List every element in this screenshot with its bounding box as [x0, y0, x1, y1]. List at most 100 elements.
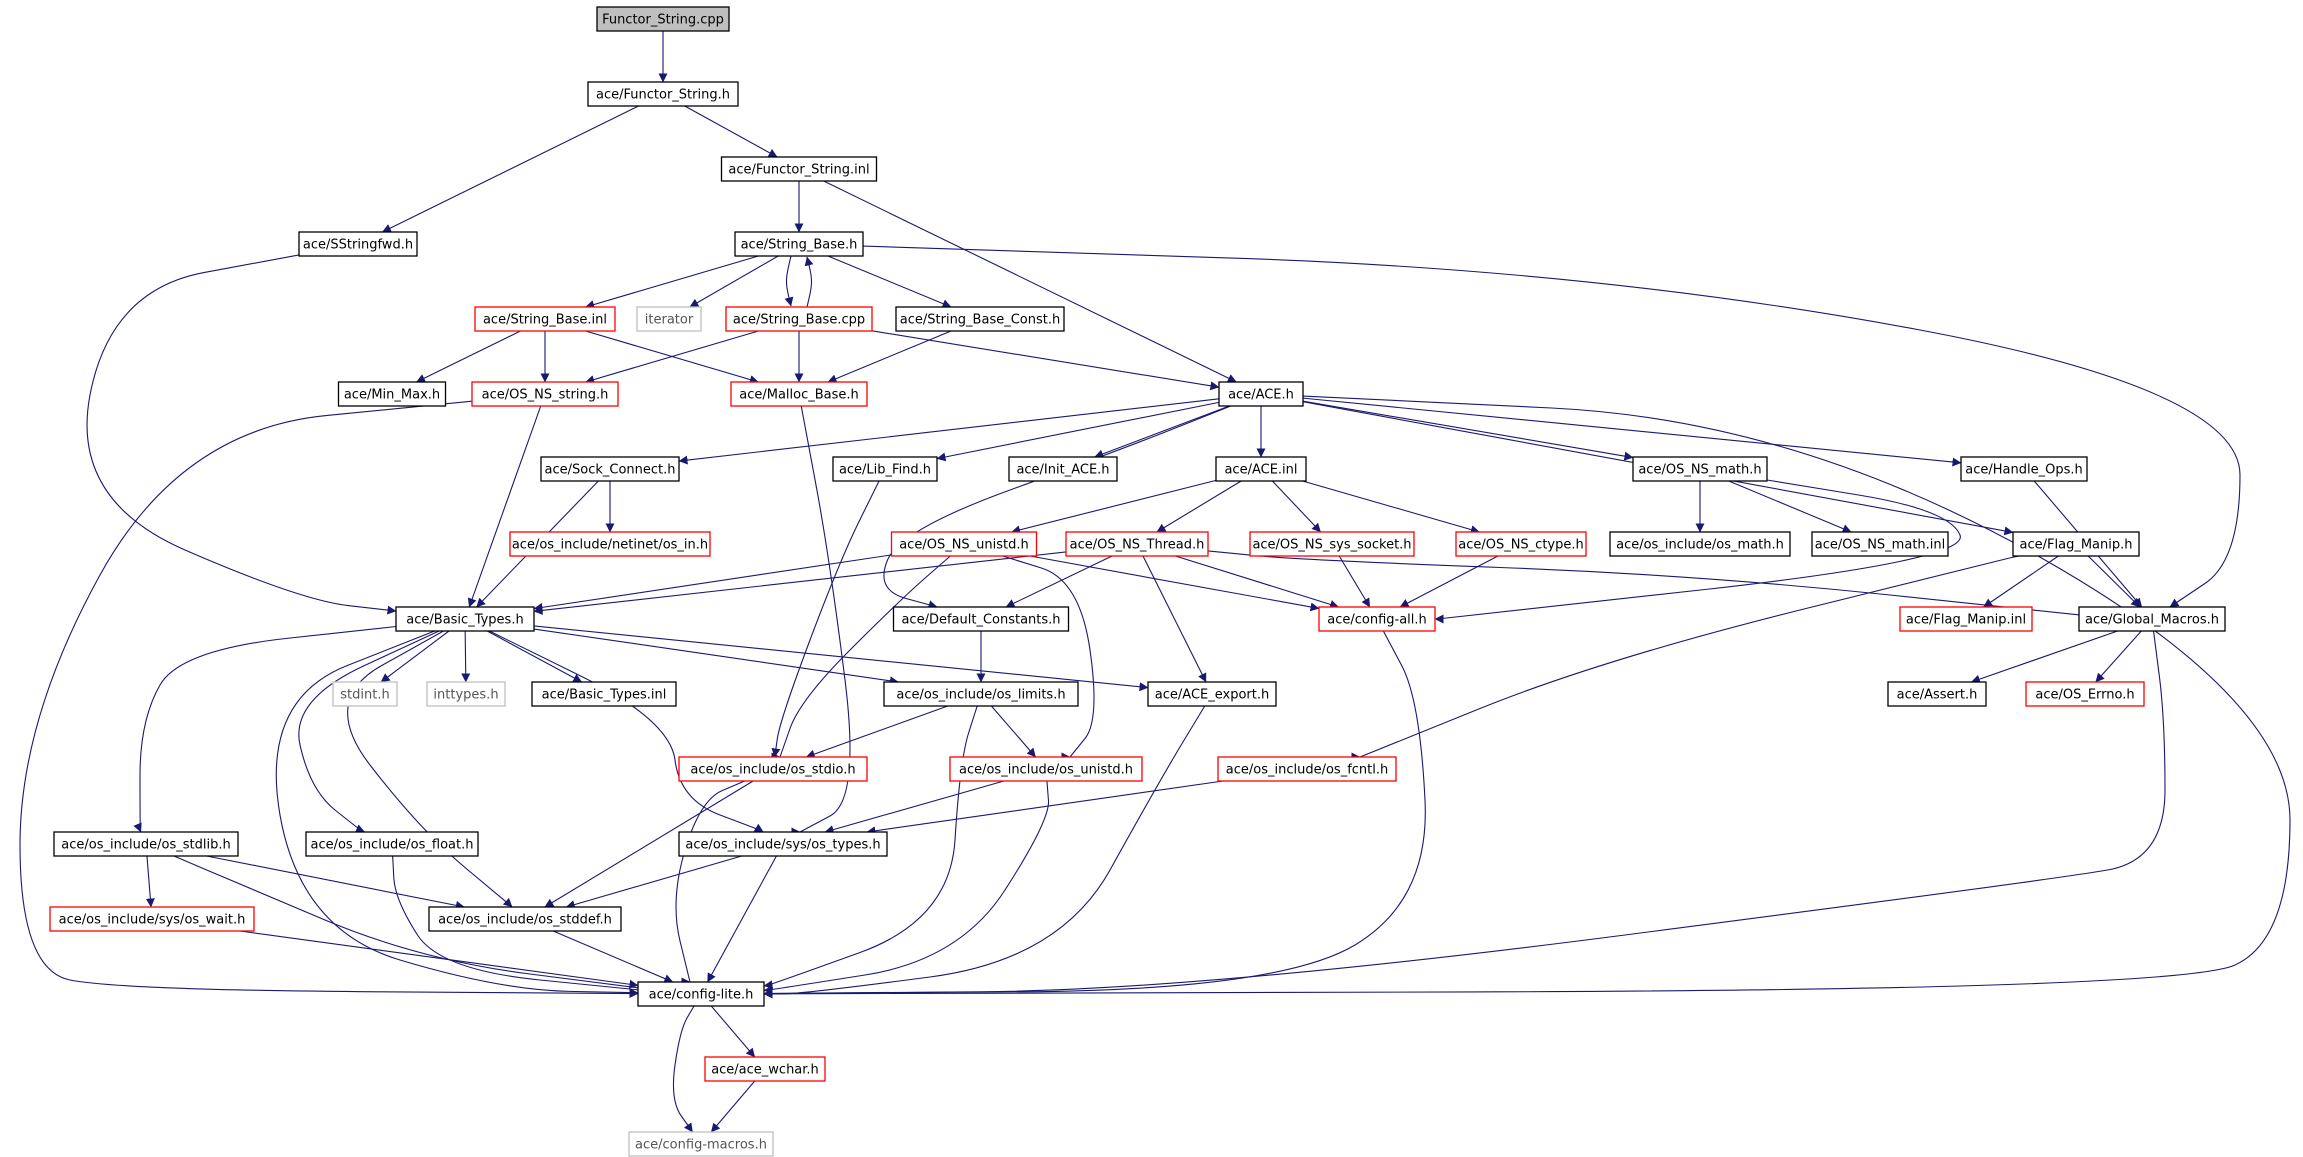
node-label: ace/String_Base_Const.h [900, 313, 1060, 328]
node-functor-string-cpp[interactable]: Functor_String.cpp [596, 6, 730, 32]
node-box [949, 756, 1143, 782]
edge-os_limits-to-os_stdio [805, 705, 948, 759]
node-label: ace/Flag_Manip.inl [1906, 613, 2026, 628]
node-ace-wchar[interactable]: ace/ace_wchar.h [704, 1056, 826, 1082]
edge-string_base_h-to-global_macros [862, 245, 2241, 608]
edge-ace_inl-to-os_ns_thread [1156, 480, 1242, 533]
edge-os_stdlib-to-config_lite [173, 855, 647, 994]
node-box [678, 831, 888, 857]
edge-ace_wchar-to-config_macros [710, 1080, 756, 1133]
edge-basic_types_h-to-os_float [298, 630, 440, 833]
node-iterator[interactable]: iterator [636, 306, 702, 332]
node-inttypes[interactable]: inttypes.h [426, 681, 506, 707]
node-label: ace/String_Base.cpp [733, 313, 865, 328]
node-label: ace/Min_Max.h [344, 388, 440, 403]
node-sstringfwd[interactable]: ace/SStringfwd.h [298, 231, 418, 257]
node-malloc-base[interactable]: ace/Malloc_Base.h [730, 381, 868, 407]
node-ace-h[interactable]: ace/ACE.h [1218, 381, 1304, 407]
node-box [2012, 531, 2140, 557]
node-box [49, 906, 255, 932]
node-os-ns-thread[interactable]: ace/OS_NS_Thread.h [1065, 531, 1209, 557]
node-os-limits[interactable]: ace/os_include/os_limits.h [883, 681, 1079, 707]
node-config-macros[interactable]: ace/config-macros.h [628, 1131, 774, 1157]
node-os-ns-math-inl[interactable]: ace/OS_NS_math.inl [1811, 531, 1949, 557]
node-box [895, 306, 1065, 332]
node-config-all[interactable]: ace/config-all.h [1318, 606, 1436, 632]
node-global-macros[interactable]: ace/Global_Macros.h [2078, 606, 2226, 632]
node-box [1887, 681, 1987, 707]
node-label: ace/String_Base.h [741, 238, 858, 253]
node-os-float[interactable]: ace/os_include/os_float.h [305, 831, 479, 857]
node-flag-manip-inl[interactable]: ace/Flag_Manip.inl [1899, 606, 2033, 632]
edge-config_lite-to-config_macros [672, 1005, 695, 1133]
node-label: ace/SStringfwd.h [303, 238, 413, 253]
node-config-lite[interactable]: ace/config-lite.h [637, 981, 765, 1007]
node-string-base-cpp[interactable]: ace/String_Base.cpp [725, 306, 873, 332]
edge-os_stddef-to-config_lite [552, 930, 674, 983]
node-os-in[interactable]: ace/os_include/netinet/os_in.h [509, 531, 711, 557]
node-os-ns-ctype[interactable]: ace/OS_NS_ctype.h [1455, 531, 1587, 557]
node-os-ns-sys-socket[interactable]: ace/OS_NS_sys_socket.h [1249, 531, 1415, 557]
edge-os_wait-to-config_lite [239, 930, 639, 989]
node-box [428, 906, 622, 932]
edge-global_macros-to-os_errno [2095, 630, 2142, 683]
node-os-stdio[interactable]: ace/os_include/os_stdio.h [678, 756, 868, 782]
node-box [395, 606, 535, 632]
node-box [426, 681, 506, 707]
node-stdint[interactable]: stdint.h [332, 681, 398, 707]
node-box [1811, 531, 1949, 557]
node-os-errno[interactable]: ace/OS_Errno.h [2025, 681, 2145, 707]
node-box [1899, 606, 2033, 632]
node-label: ace/ACE.inl [1224, 463, 1297, 478]
edge-ace_h-to-default_constants [883, 405, 1231, 610]
node-os-ns-unistd[interactable]: ace/OS_NS_unistd.h [890, 531, 1038, 557]
node-os-fcntl[interactable]: ace/os_include/os_fcntl.h [1217, 756, 1397, 782]
node-functor-string-inl[interactable]: ace/Functor_String.inl [720, 156, 878, 182]
node-label: ace/OS_Errno.h [2035, 688, 2134, 703]
edge-string_base_cpp-to-ace_h [871, 330, 1220, 391]
node-box [471, 381, 619, 407]
node-default-constants[interactable]: ace/Default_Constants.h [892, 606, 1070, 632]
edge-layer [19, 31, 2291, 1133]
node-label: ace/ACE.h [1228, 388, 1294, 403]
node-os-unistd[interactable]: ace/os_include/os_unistd.h [949, 756, 1143, 782]
edge-ace_h-to-os_ns_math_h [1302, 400, 1634, 461]
node-handle-ops[interactable]: ace/Handle_Ops.h [1960, 456, 2088, 482]
node-string-base-inl[interactable]: ace/String_Base.inl [474, 306, 616, 332]
node-string-base-h[interactable]: ace/String_Base.h [734, 231, 864, 257]
node-init-ace[interactable]: ace/Init_ACE.h [1008, 456, 1118, 482]
node-os-stdlib[interactable]: ace/os_include/os_stdlib.h [53, 831, 239, 857]
node-lib-find[interactable]: ace/Lib_Find.h [832, 456, 938, 482]
edge-basic_types_h-to-inttypes [461, 630, 471, 683]
node-os-math[interactable]: ace/os_include/os_math.h [1609, 531, 1791, 557]
edge-os_ns_ctype-to-config_all [1399, 555, 1499, 608]
node-label: ace/OS_NS_unistd.h [899, 538, 1029, 553]
node-sock-connect[interactable]: ace/Sock_Connect.h [540, 456, 680, 482]
edge-os_fcntl-to-os_types [866, 780, 1224, 836]
edge-os_ns_string-to-basic_types_h [467, 405, 542, 608]
node-box [883, 681, 1079, 707]
node-label: ace/Lib_Find.h [839, 463, 931, 478]
node-os-types[interactable]: ace/os_include/sys/os_types.h [678, 831, 888, 857]
node-label: iterator [645, 313, 694, 328]
node-basic-types-inl[interactable]: ace/Basic_Types.inl [531, 681, 677, 707]
node-functor-string-h[interactable]: ace/Functor_String.h [587, 81, 739, 107]
edge-os_ns_math_h-to-os_ns_math_inl [1728, 480, 1852, 533]
node-os-wait[interactable]: ace/os_include/sys/os_wait.h [49, 906, 255, 932]
edge-string_base_cpp-to-os_ns_string [585, 330, 759, 384]
node-os-ns-string[interactable]: ace/OS_NS_string.h [471, 381, 619, 407]
node-ace-export[interactable]: ace/ACE_export.h [1147, 681, 1277, 707]
node-flag-manip-h[interactable]: ace/Flag_Manip.h [2012, 531, 2140, 557]
node-os-stddef[interactable]: ace/os_include/os_stddef.h [428, 906, 622, 932]
node-box [332, 681, 398, 707]
node-basic-types-h[interactable]: ace/Basic_Types.h [395, 606, 535, 632]
node-box [720, 156, 878, 182]
node-label: inttypes.h [433, 688, 498, 703]
node-assert[interactable]: ace/Assert.h [1887, 681, 1987, 707]
node-ace-inl[interactable]: ace/ACE.inl [1215, 456, 1307, 482]
node-min-max[interactable]: ace/Min_Max.h [337, 381, 447, 407]
node-box [892, 606, 1070, 632]
edge-os_ns_thread-to-default_constants [1005, 555, 1113, 608]
node-os-ns-math-h[interactable]: ace/OS_NS_math.h [1632, 456, 1768, 482]
node-string-base-const[interactable]: ace/String_Base_Const.h [895, 306, 1065, 332]
